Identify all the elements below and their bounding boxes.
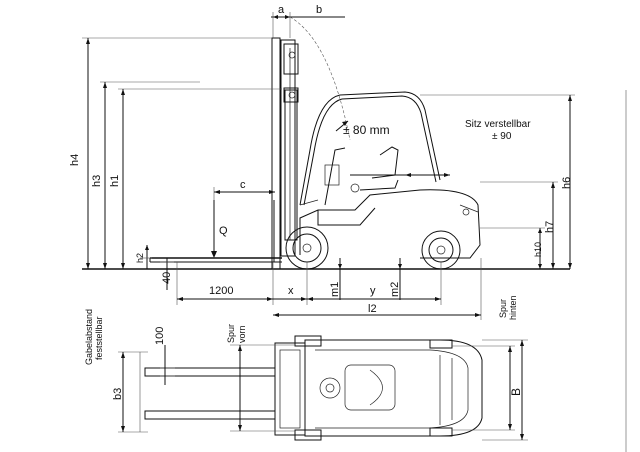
top-view: Gabelabstand feststellbar 100 b3 Spur vo… — [84, 295, 528, 441]
h10-label: h10 — [533, 242, 543, 257]
dim-100-label: 100 — [154, 327, 166, 345]
top-front-wheel-left — [294, 335, 322, 347]
dim-B: B — [482, 339, 528, 441]
load-Q: Q — [211, 200, 228, 258]
dim-h10: h10 — [480, 227, 545, 269]
l2-label: l2 — [368, 303, 377, 315]
m2-label: m2 — [389, 282, 401, 297]
side-view: h4 h3 h1 h2 40 — [69, 4, 627, 452]
dim-100: 100 — [154, 327, 175, 385]
tilt-note-label: ± 80 mm — [343, 123, 390, 137]
Q-label: Q — [219, 225, 228, 237]
seat — [350, 146, 410, 191]
dim-h7: h7 — [480, 181, 558, 269]
top-front-wheel-right — [294, 429, 322, 441]
dim-b3: b3 — [112, 351, 148, 433]
gabelabstand-line1: Gabelabstand — [84, 309, 94, 365]
dim-l2: l2 — [273, 258, 482, 320]
dim-x: x — [273, 262, 308, 305]
spur-hinten-line1: Spur — [498, 299, 508, 318]
dim-h2: h2 — [135, 245, 152, 269]
spur-hinten-line2: hinten — [508, 295, 518, 320]
spur-vorn-line1: Spur — [226, 324, 236, 343]
top-carriage — [274, 342, 306, 436]
spur-vorn: Spur vorn — [226, 324, 295, 432]
dim-40: 40 — [160, 258, 174, 290]
dim-h6: h6 — [420, 94, 575, 269]
mast — [271, 37, 299, 270]
dim-m2: m2 — [389, 258, 402, 300]
B-label: B — [509, 388, 523, 396]
seat-note-line1: Sitz verstellbar — [465, 119, 531, 130]
dim-h3: h3 — [91, 81, 200, 269]
b-label: b — [316, 4, 322, 16]
gabelabstand-line2: feststellbar — [94, 316, 104, 360]
seat-note: Sitz verstellbar ± 90 — [405, 119, 531, 177]
dim-h1: h1 — [109, 88, 282, 269]
dim-y: y — [307, 262, 442, 305]
h4-label: h4 — [69, 154, 81, 166]
h6-label: h6 — [561, 177, 573, 189]
dim-1200-label: 1200 — [209, 285, 233, 297]
h7-label: h7 — [544, 221, 556, 233]
seat-note-line2: ± 90 — [492, 131, 512, 142]
b3-label: b3 — [112, 388, 124, 400]
dim-a-b: a b — [271, 4, 351, 141]
c-label: c — [240, 179, 246, 191]
truck-body — [299, 189, 481, 259]
h2-label: h2 — [135, 253, 145, 263]
top-body — [304, 339, 483, 437]
y-label: y — [370, 285, 376, 297]
dim-1200: 1200 — [176, 262, 274, 305]
steering-column — [324, 147, 360, 206]
dim-m1: m1 — [329, 258, 342, 300]
dim-h4: h4 — [69, 37, 272, 269]
m1-label: m1 — [329, 282, 341, 297]
h3-label: h3 — [91, 175, 103, 187]
a-label: a — [278, 4, 285, 16]
dim-c: c — [213, 179, 275, 258]
tilt-note: ± 80 mm — [335, 120, 390, 137]
x-label: x — [288, 285, 294, 297]
spur-vorn-line2: vorn — [237, 325, 247, 343]
h1-label: h1 — [109, 175, 121, 187]
overhead-guard — [299, 91, 441, 206]
spur-hinten: Spur hinten — [452, 295, 518, 431]
dim-40-label: 40 — [161, 272, 173, 284]
